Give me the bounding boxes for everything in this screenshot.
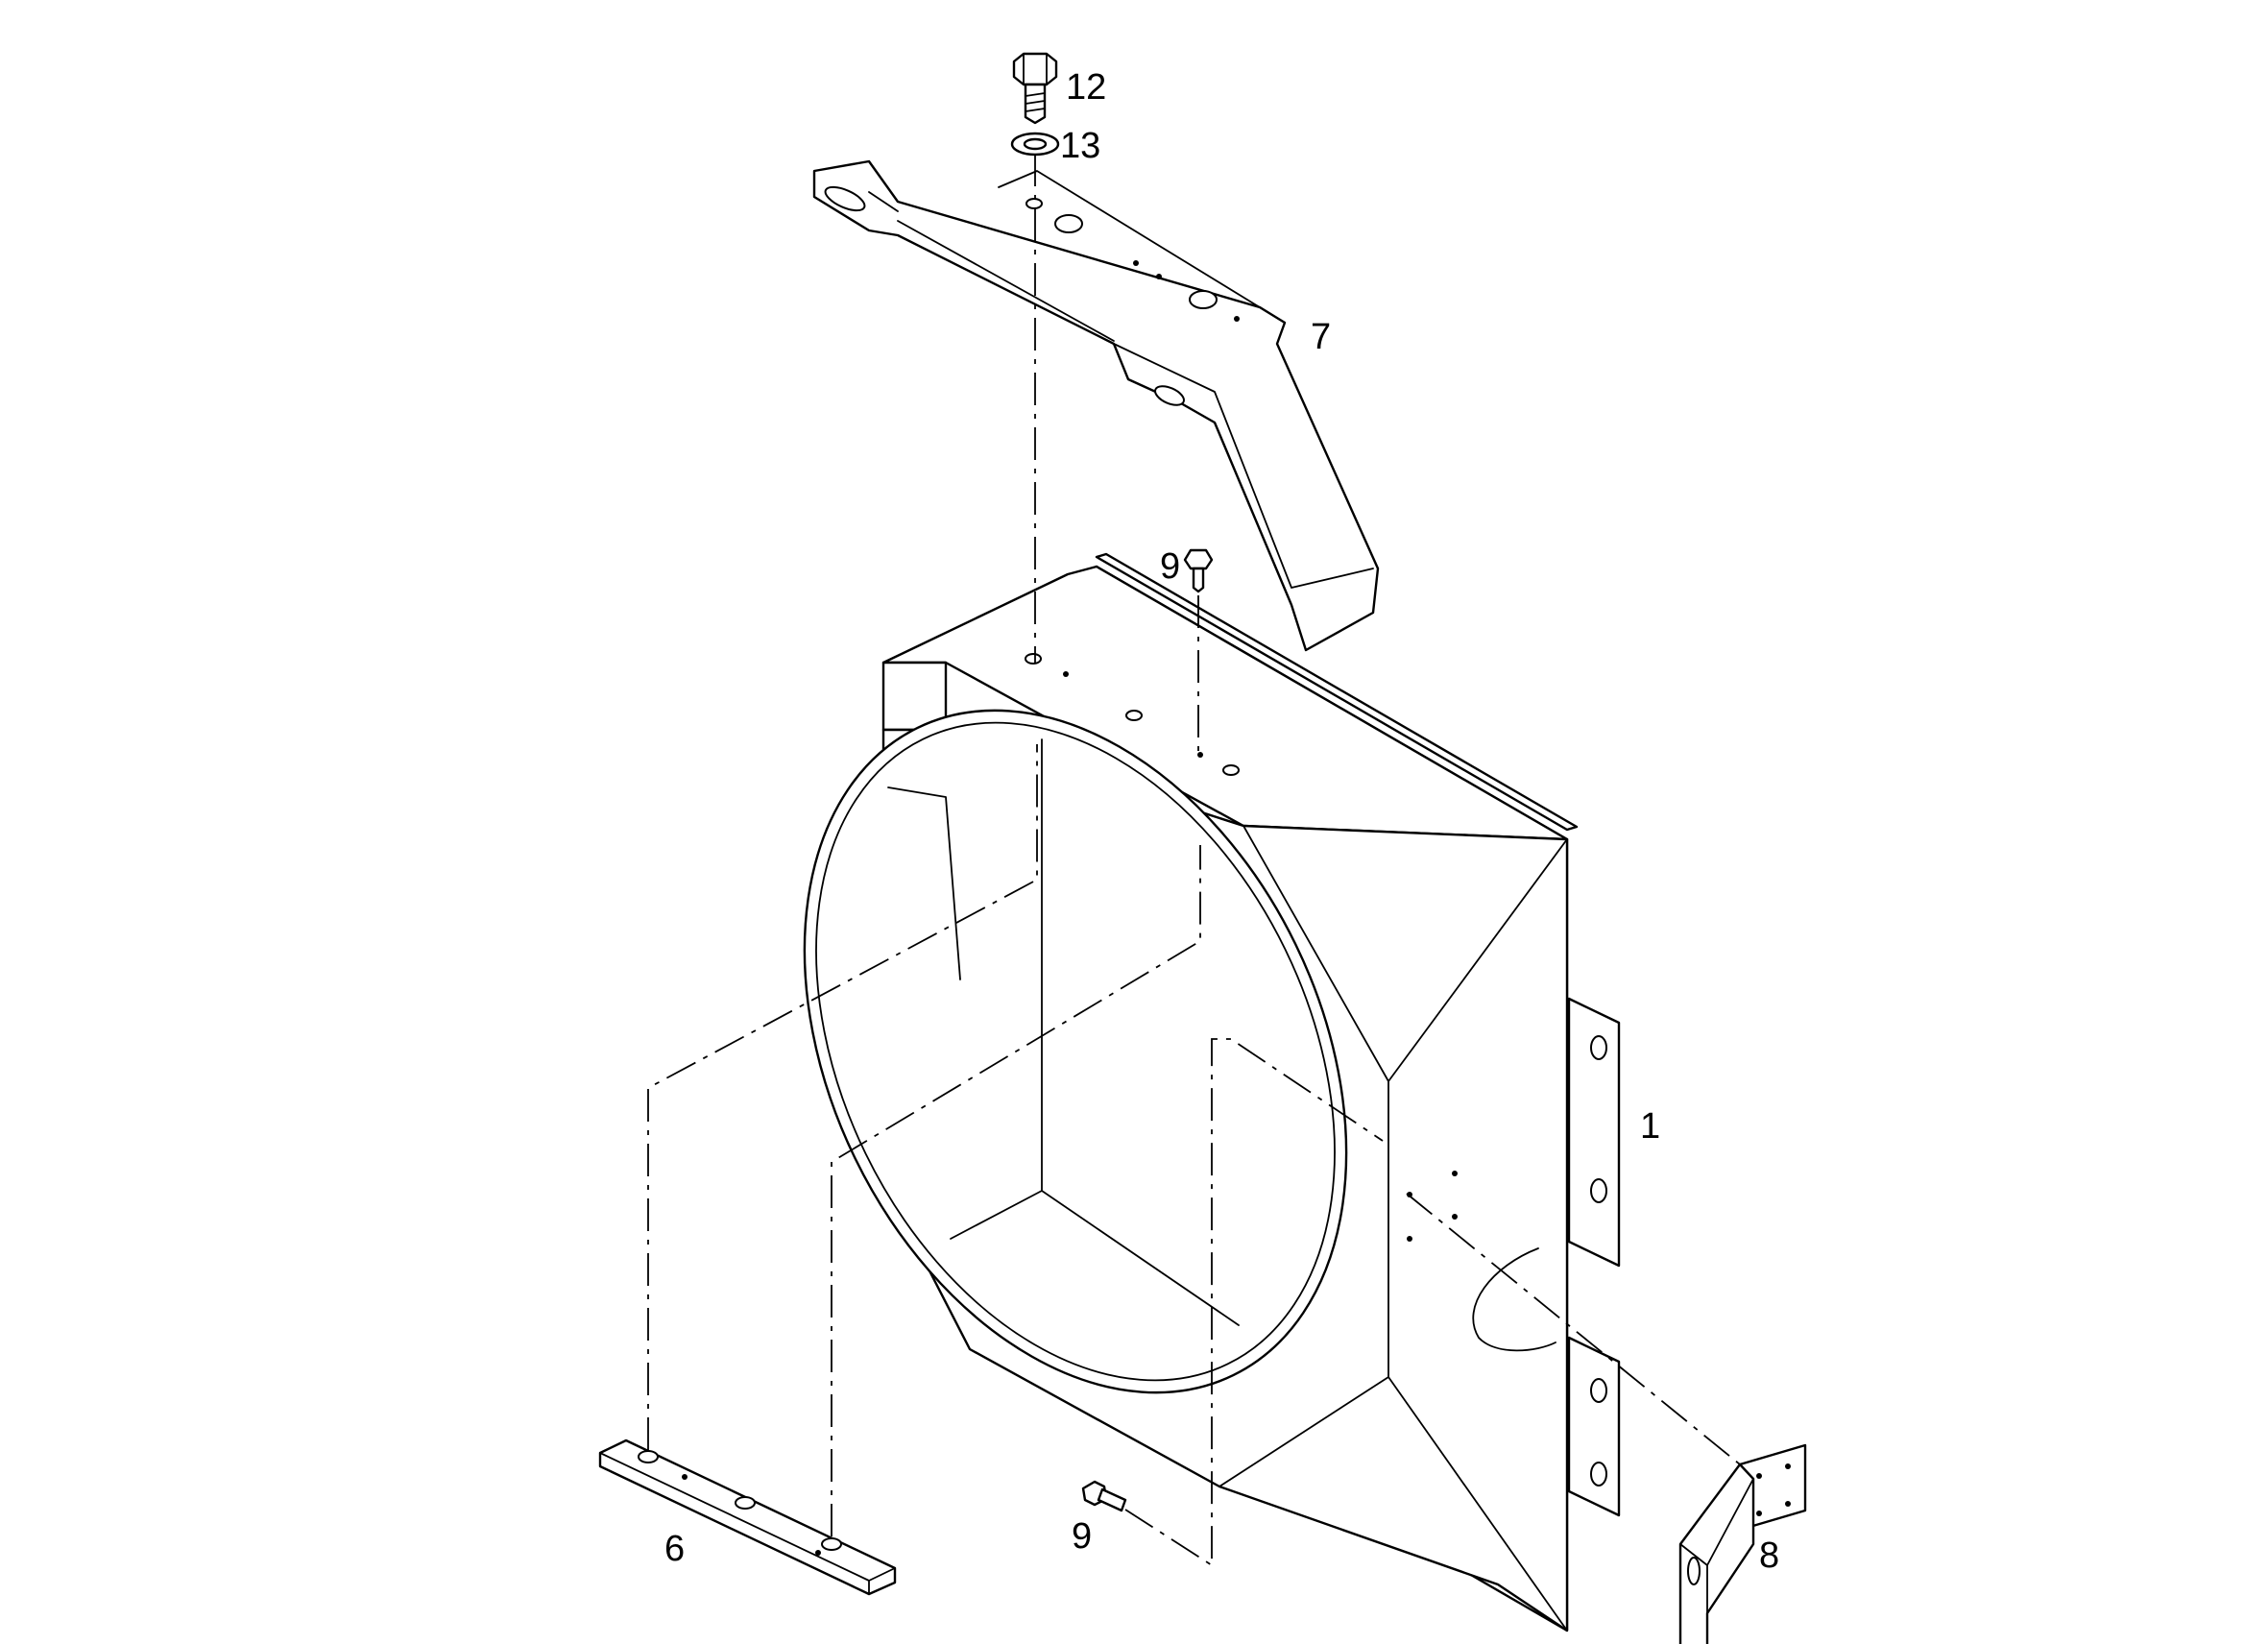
upper-bracket-hole-3 xyxy=(1189,290,1218,309)
lower-strip xyxy=(598,1438,897,1596)
shroud-top-hole-3 xyxy=(1222,764,1240,776)
upper-bracket-edges xyxy=(868,191,1292,606)
callout-9-top: 9 xyxy=(1160,546,1180,587)
side-bracket-edges xyxy=(1679,1478,1754,1614)
lower-screw-shank xyxy=(1097,1487,1127,1512)
callout-6: 6 xyxy=(664,1529,685,1569)
shroud-top-hole-2 xyxy=(1125,710,1143,721)
callout-9-bottom: 9 xyxy=(1072,1516,1092,1557)
top-screw-head xyxy=(1183,548,1214,570)
top-screw-shank xyxy=(1192,567,1205,593)
leader-side-bracket xyxy=(1406,1193,1741,1465)
lower-screw-part xyxy=(1081,1480,1127,1512)
callout-12: 12 xyxy=(1066,67,1106,108)
washer-part xyxy=(1010,132,1060,157)
shroud-side-pin-1 xyxy=(1452,1171,1458,1176)
washer-inner xyxy=(1023,137,1048,151)
upper-bracket-arm xyxy=(812,159,1380,652)
top-screw-part xyxy=(1183,548,1214,593)
assembly-leader-lines xyxy=(647,154,1741,1567)
shroud-top-pin-1 xyxy=(1063,671,1069,677)
side-bracket xyxy=(1678,1443,1807,1644)
upper-bracket-pin-1 xyxy=(1133,260,1139,266)
shroud-mount-tab-lower xyxy=(1567,1336,1621,1517)
side-bracket-pin-2 xyxy=(1785,1463,1791,1469)
leader-lower-screw xyxy=(1124,1038,1384,1567)
bolt-thread xyxy=(1025,92,1046,112)
shroud-fan-ring-outer xyxy=(803,709,1348,1394)
shroud-top-hole-1 xyxy=(1025,653,1042,665)
shroud-side-cutout xyxy=(1472,1247,1556,1352)
bolt-head-facets xyxy=(1023,53,1048,85)
upper-bracket-top-plate xyxy=(998,170,1374,589)
callout-labels: 12 13 7 9 1 6 9 8 xyxy=(664,67,1779,1576)
shroud-side-pin-2 xyxy=(1452,1214,1458,1220)
upper-bracket-slot-left xyxy=(824,185,866,212)
side-bracket-pin-1 xyxy=(1756,1473,1762,1479)
bolt-head xyxy=(1012,52,1058,86)
tab-slot-2 xyxy=(1590,1178,1607,1203)
lower-strip-hole-2 xyxy=(735,1496,756,1510)
shroud-top-flange xyxy=(1095,552,1579,832)
shroud-mount-tab-upper xyxy=(1567,997,1621,1268)
upper-bracket-hole-2 xyxy=(1054,214,1083,233)
shroud-fan-ring-inner xyxy=(815,721,1336,1382)
upper-bracket-slot-right xyxy=(1154,385,1185,406)
lower-strip-hole-3 xyxy=(821,1537,842,1551)
shroud-side-pin-4 xyxy=(1407,1236,1412,1242)
callout-7: 7 xyxy=(1311,317,1331,357)
lower-strip-edge xyxy=(599,1452,896,1595)
side-bracket-pin-3 xyxy=(1756,1511,1762,1516)
leader-strip-right xyxy=(831,845,1201,1536)
callout-8: 8 xyxy=(1759,1535,1779,1576)
lower-strip-pin-1 xyxy=(682,1474,688,1480)
leader-strip-left xyxy=(647,744,1038,1450)
upper-bracket-pin-2 xyxy=(1156,274,1162,279)
side-bracket-slot xyxy=(1687,1557,1701,1585)
fan-shroud xyxy=(803,552,1621,1632)
lower-strip-hole-1 xyxy=(638,1450,659,1463)
shroud-facet-edges xyxy=(1218,825,1568,1632)
bolt-part xyxy=(1012,52,1058,125)
lower-strip-plate xyxy=(598,1438,897,1596)
tab-slot-4 xyxy=(1590,1462,1607,1487)
lower-strip-pin-2 xyxy=(815,1550,821,1556)
tab-slot-3 xyxy=(1590,1378,1607,1403)
upper-bracket-pin-3 xyxy=(1234,316,1240,322)
callout-13: 13 xyxy=(1060,126,1100,166)
callout-1: 1 xyxy=(1640,1106,1660,1147)
side-bracket-pin-4 xyxy=(1785,1501,1791,1507)
shroud-top-pin-2 xyxy=(1197,752,1203,758)
shroud-inner-wall xyxy=(887,738,1240,1326)
upper-bracket xyxy=(812,159,1380,652)
side-bracket-arm xyxy=(1678,1463,1755,1644)
upper-bracket-hole-1 xyxy=(1025,198,1043,209)
tab-slot-1 xyxy=(1590,1035,1607,1060)
